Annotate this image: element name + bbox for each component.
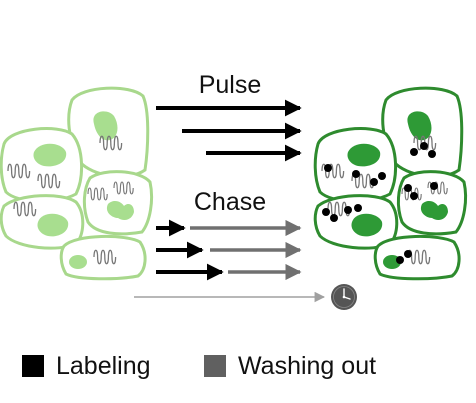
legend-washing-out: Washing out — [204, 346, 376, 386]
washing-out-swatch — [204, 355, 226, 377]
clock-icon — [331, 284, 357, 310]
nucleus-left — [33, 143, 67, 167]
cell-cluster-after — [313, 86, 468, 281]
nucleus-bottom — [69, 255, 87, 269]
cell-bottom — [373, 234, 461, 281]
labeling-swatch — [22, 355, 44, 377]
cell-cluster-before — [0, 86, 154, 281]
washing-out-label: Washing out — [238, 351, 377, 380]
nucleus-top — [407, 111, 432, 141]
nucleus-top — [93, 111, 118, 141]
nucleus-middle-left — [37, 213, 69, 237]
label-dots — [322, 142, 438, 264]
nucleus-middle-right — [106, 200, 134, 220]
nucleus-middle-left — [351, 213, 383, 237]
pulse-label: Pulse — [199, 71, 262, 99]
nucleus-middle-right — [420, 200, 448, 220]
legend-labeling: Labeling — [22, 346, 151, 386]
nucleus-left — [347, 143, 381, 167]
chase-arrows — [156, 219, 302, 281]
pulse-arrows — [156, 99, 302, 162]
labeling-label: Labeling — [56, 351, 151, 380]
chase-label: Chase — [194, 188, 266, 216]
cell-bottom — [59, 234, 147, 281]
